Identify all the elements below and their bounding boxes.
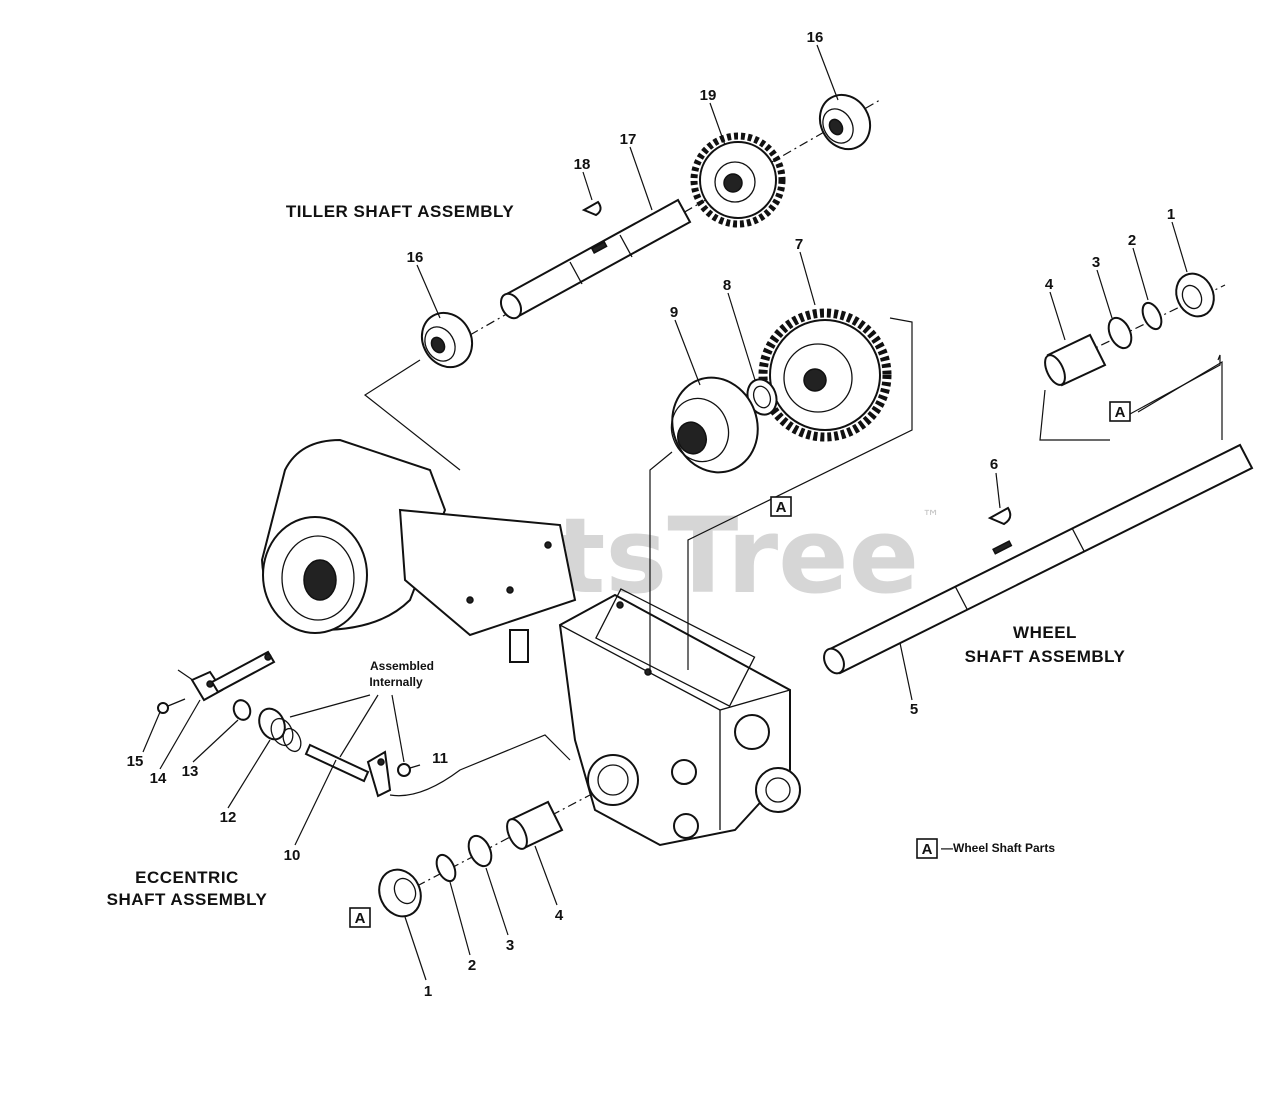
assembled-internally-pointers [289,694,405,763]
svg-text:A: A [776,499,787,516]
bearing-16-left [420,311,474,369]
callout-5: 5 [910,701,918,718]
screw-15 [157,698,186,714]
legend-text: —Wheel Shaft Parts [941,841,1055,855]
callout-numbers: 16 19 17 18 16 7 8 9 4 3 2 1 6 5 15 14 1… [127,29,1176,1000]
retaining-ring-2-left [435,853,457,883]
wheel-shaft-parts-right [1039,272,1226,441]
callout-2-left: 2 [468,957,476,974]
washer-3-right [1107,316,1133,350]
svg-text:A: A [355,910,366,927]
connector-line-hub [649,451,673,675]
connector-line-gear [687,317,913,670]
gear-19 [690,132,786,228]
seal-1-right [1175,272,1215,318]
washer-3-left [467,834,493,868]
callout-9: 9 [670,304,678,321]
watermark-trademark: ™ [922,507,940,528]
svg-text:A: A [1115,404,1126,421]
tiller-shaft-assembly [363,93,881,471]
tiller-shaft-17 [499,198,692,320]
marker-a-center: A [770,496,792,517]
callout-leaders [142,44,1188,981]
woodruff-key-18 [581,200,602,217]
washer-13 [232,699,252,721]
callout-16-top: 16 [807,29,824,46]
callout-3-right: 3 [1092,254,1100,271]
gear-7 [758,308,892,442]
legend-marker: A [922,841,933,858]
hub-9 [670,376,759,474]
marker-a-left: A [349,907,371,928]
wheel-shaft-assembly-title-line2: SHAFT ASSEMBLY [965,647,1126,666]
wheel-shaft-assembly-title-line1: WHEEL [1013,623,1077,642]
callout-16-left: 16 [407,249,424,266]
callout-4-left: 4 [555,907,564,924]
assembled-internally-note-line1: Assembled [370,659,434,673]
callout-8: 8 [723,277,731,294]
callout-13: 13 [182,763,199,780]
callout-3-left: 3 [506,937,514,954]
gearbox-housing [558,588,801,847]
callout-18: 18 [574,156,591,173]
callout-14: 14 [150,770,167,787]
eccentric-shaft-assembly [157,650,571,798]
bearing-16-top [818,93,872,151]
callout-19: 19 [700,87,717,104]
tiller-shaft-assembly-title: TILLER SHAFT ASSEMBLY [286,202,515,221]
bushing-4-left [506,800,564,850]
wheel-shaft-parts-left [378,794,591,918]
callout-6: 6 [990,456,998,473]
assembled-internally-note-line2: Internally [369,675,423,689]
connector-line-eccentric [389,734,571,797]
callout-1-right: 1 [1167,206,1175,223]
screw-11 [397,763,421,777]
eccentric-shaft-assembly-title-line1: ECCENTRIC [135,868,239,887]
callout-2-right: 2 [1128,232,1136,249]
callout-15: 15 [127,753,144,770]
callout-11: 11 [432,750,448,767]
eccentric-shaft-assembly-title-line2: SHAFT ASSEMBLY [107,890,268,909]
callout-1-left: 1 [424,983,432,1000]
callout-4-right: 4 [1045,276,1054,293]
bushing-4-right [1044,333,1107,387]
marker-a-right: A [1109,401,1131,422]
retaining-ring-2-right [1141,301,1163,331]
seal-1-left [378,868,422,918]
legend: A —Wheel Shaft Parts [916,838,1055,859]
lever-14 [190,650,276,702]
tiller-housing [260,438,577,663]
woodruff-key-6 [987,506,1012,526]
spring-12 [258,707,302,753]
callout-12: 12 [220,809,237,826]
callout-17: 17 [620,131,637,148]
callout-7: 7 [795,236,803,253]
wheel-shaft-5 [823,443,1254,675]
callout-10: 10 [284,847,301,864]
eccentric-shaft-10 [304,743,392,798]
